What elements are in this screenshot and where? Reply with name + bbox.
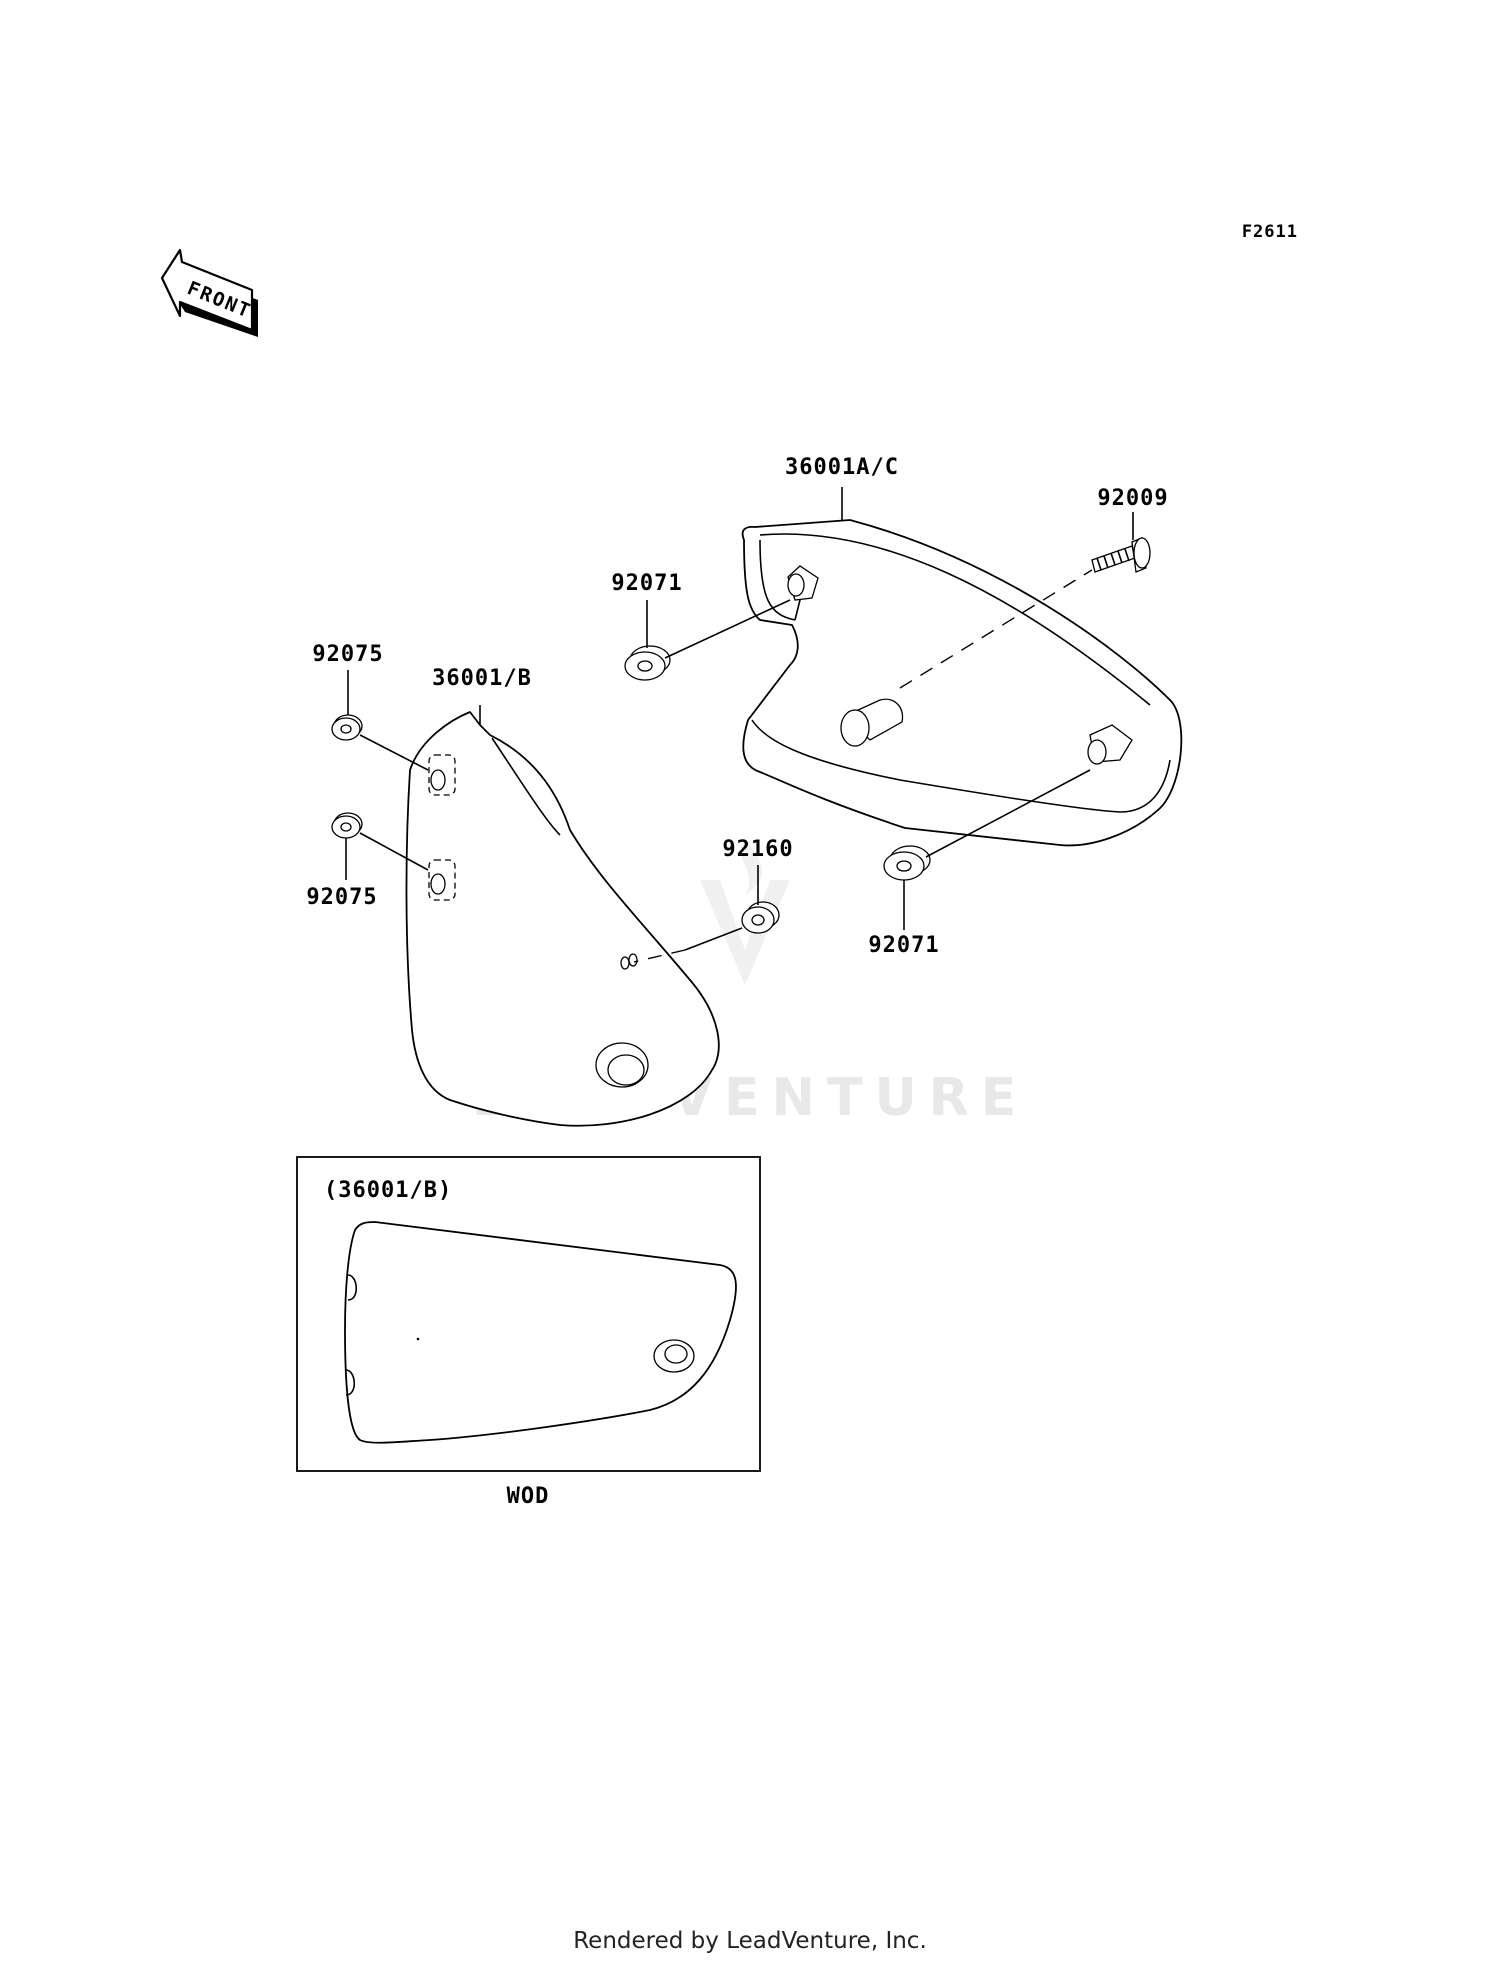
damper-92075-bottom (331, 812, 363, 839)
side-cover-left (405, 711, 720, 1127)
callout-36001ac: 36001A/C (785, 455, 899, 480)
bolt-92009 (1091, 537, 1151, 573)
grommet-92071-lower (883, 845, 931, 881)
front-arrow-icon: FRONT (160, 248, 258, 337)
callout-36001b: 36001/B (432, 666, 532, 691)
figure-code: F2611 (1242, 222, 1298, 242)
callout-92075-top: 92075 (312, 642, 383, 667)
damper-92075-top (331, 714, 363, 741)
callout-92071-upper: 92071 (611, 571, 682, 596)
callout-92009: 92009 (1097, 486, 1168, 511)
callout-92071-lower: 92071 (868, 933, 939, 958)
footer-credit: Rendered by LeadVenture, Inc. (573, 1928, 927, 1954)
callout-92160: 92160 (722, 837, 793, 862)
side-cover-variant (344, 1221, 737, 1444)
grommet-92071-upper (624, 645, 671, 681)
inset-box (296, 1156, 761, 1472)
inset-caption: WOD (507, 1484, 550, 1509)
collar-92160 (741, 901, 780, 934)
callout-92075-bottom: 92075 (306, 885, 377, 910)
inset-title: (36001/B) (324, 1178, 452, 1203)
side-cover-right (741, 519, 1183, 847)
